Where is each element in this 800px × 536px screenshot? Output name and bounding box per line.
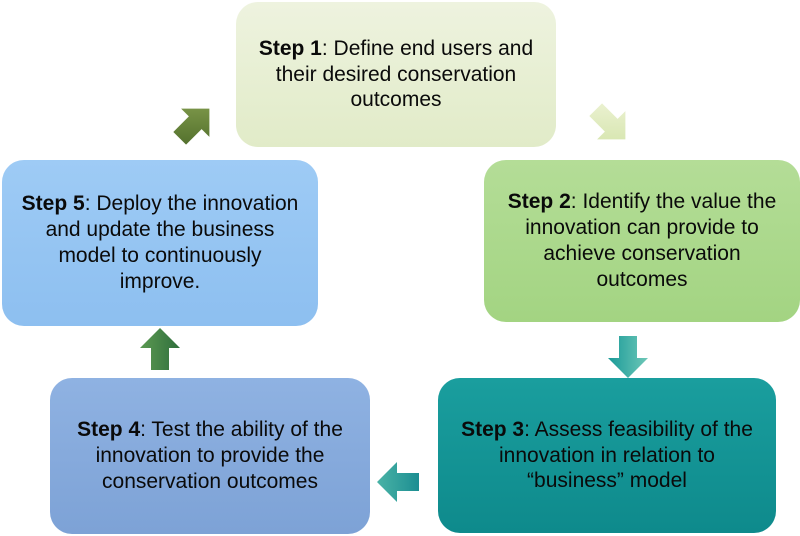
step-1-box: Step 1: Define end users and their desir… [236,2,556,147]
step-2-box: Step 2: Identify the value the innovatio… [484,160,800,322]
step-3-text: : Assess feasibility of the innovation i… [499,417,753,493]
arrow-step5-to-step1-icon [173,108,210,145]
step-4-text: : Test the ability of the innovation to … [95,418,343,493]
step-4-label: Step 4 [77,418,141,442]
step-2-label: Step 2 [507,190,571,214]
step-5-text: : Deploy the innovation and update the b… [45,192,299,293]
arrow-step1-to-step2-icon [589,103,626,140]
arrow-step2-to-step3-icon [608,336,648,378]
step-4-box: Step 4: Test the ability of the innovati… [50,378,370,534]
step-5-box: Step 5: Deploy the innovation and update… [2,160,318,326]
arrow-step3-to-step4-icon [377,462,419,502]
step-3-box: Step 3: Assess feasibility of the innova… [438,378,776,533]
step-2-text: : Identify the value the innovation can … [525,190,777,291]
arrow-step4-to-step5-icon [140,328,180,370]
step-1-text: : Define end users and their desired con… [275,36,534,112]
step-5-label: Step 5 [21,192,85,216]
step-3-label: Step 3 [461,417,525,441]
step-1-label: Step 1 [258,36,322,60]
